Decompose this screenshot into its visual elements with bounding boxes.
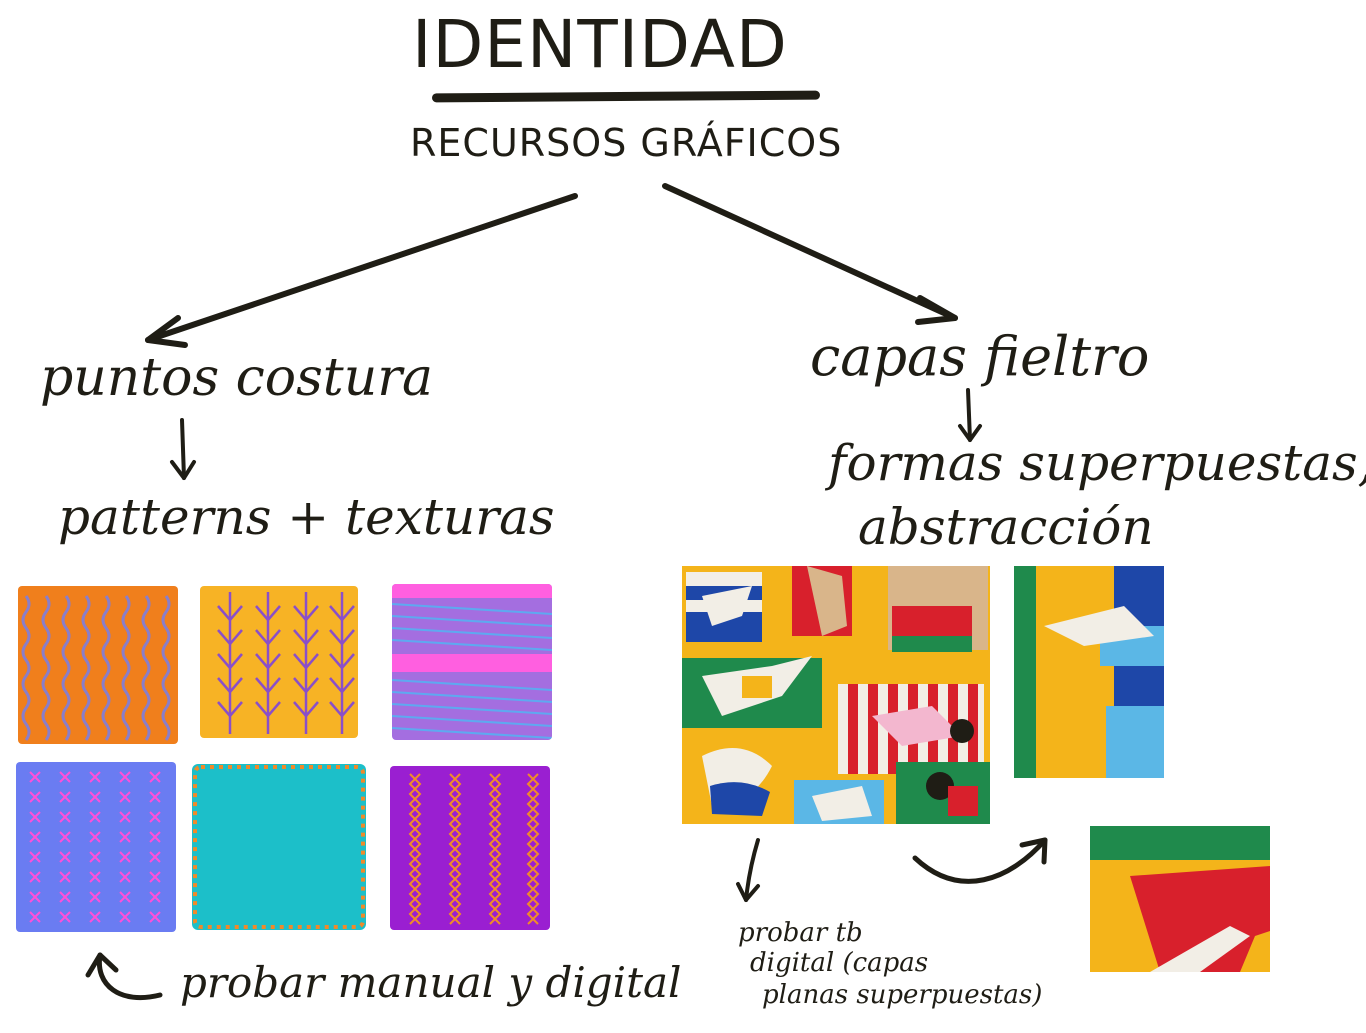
left-branch-label: puntos costura	[40, 348, 434, 408]
arrow-down-photo	[744, 838, 760, 902]
swatch-purple	[390, 766, 550, 930]
arrow-curved-up-left	[96, 952, 163, 1001]
right-note-line2: digital (capas	[750, 948, 929, 978]
right-branch-sublabel-line1: formas superpuestas,	[828, 434, 1366, 492]
right-branch-label: capas fieltro	[810, 325, 1150, 388]
swatch-yellow	[200, 586, 358, 738]
right-branch-sublabel-line2: abstracción	[858, 498, 1154, 556]
page-subtitle: RECURSOS GRÁFICOS	[410, 121, 843, 165]
right-note-line1: probar tb	[738, 918, 863, 948]
swatch-striped	[392, 584, 552, 740]
swatch-blue	[16, 762, 176, 932]
arrow-left-branch	[145, 193, 578, 343]
arrow-down-right	[966, 388, 972, 442]
page-title: IDENTIDAD	[412, 6, 788, 83]
felt-detail-image-1	[1014, 566, 1164, 778]
swatch-orange	[18, 586, 178, 744]
left-branch-sublabel: patterns + texturas	[58, 488, 555, 546]
felt-collage-image	[682, 566, 990, 824]
arrow-down-left	[180, 418, 186, 480]
felt-detail-image-2	[1090, 826, 1270, 972]
swatch-teal	[192, 764, 366, 930]
right-note-line3: planas superpuestas)	[762, 980, 1043, 1010]
arrow-curve-to-detail	[912, 837, 1048, 884]
left-note: probar manual y digital	[180, 958, 682, 1007]
arrow-right-branch	[662, 183, 958, 321]
